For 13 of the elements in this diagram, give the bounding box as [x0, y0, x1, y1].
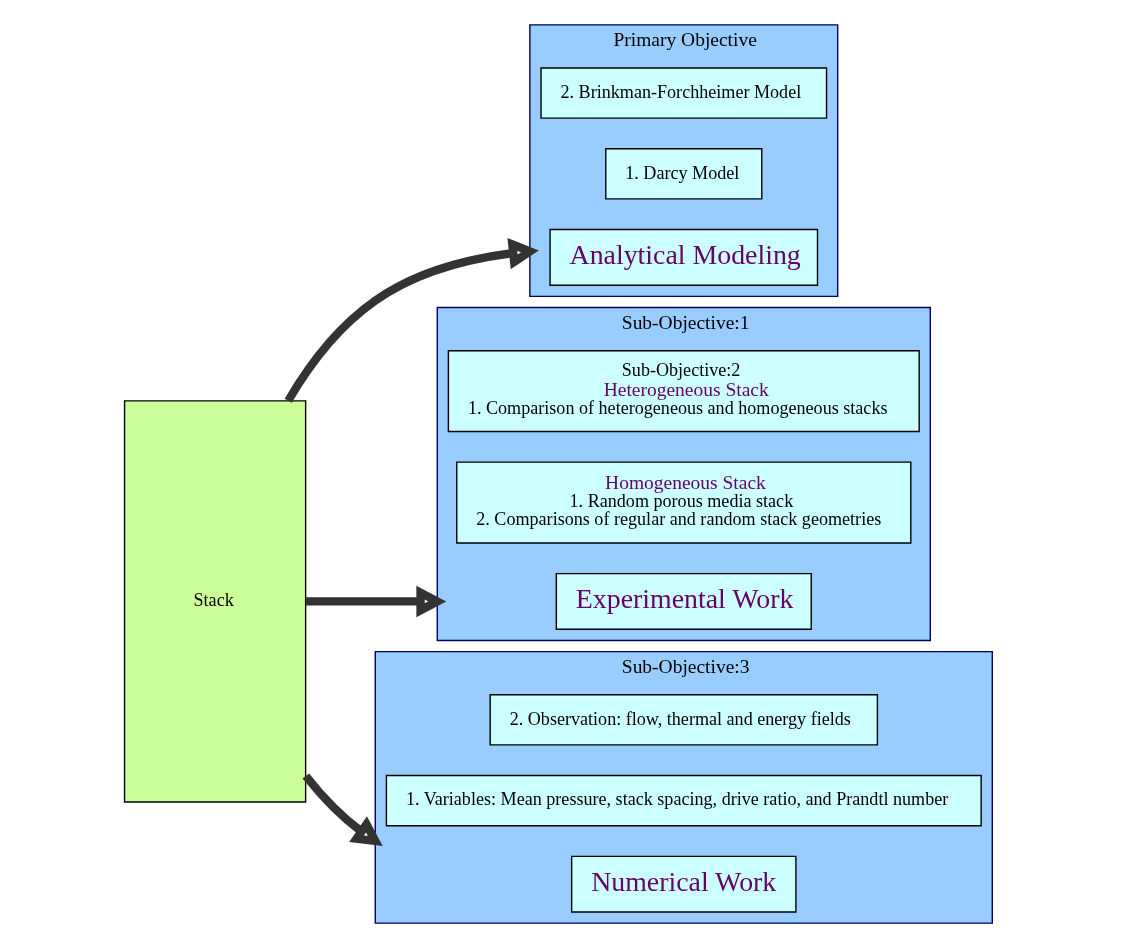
node-box: Numerical Work [570, 855, 797, 913]
node-box: Homogeneous Stack 1. Random porous media stack 2. Comparisons of regular and random stack geometries [455, 461, 911, 544]
node-box: 1. Variables: Mean pressure, stack spacing, drive ratio, and Prandtl number [385, 774, 982, 827]
arrow [284, 237, 539, 403]
node-box: 2. Observation: flow, thermal and energy fields [489, 694, 878, 746]
node-box: 1. Darcy Model [604, 148, 762, 200]
node-box: Stack [123, 400, 306, 803]
arrow [305, 585, 446, 618]
node-box: 2. Brinkman-Forchheimer Model [539, 67, 827, 119]
node-box: Experimental Work [555, 572, 812, 630]
arrow [302, 773, 383, 847]
node-box: Analytical Modeling [548, 228, 818, 286]
node-box: Sub-Objective:2 Heterogeneous Stack 1. Comparison of heterogeneous and homogeneous stacks [447, 350, 920, 433]
